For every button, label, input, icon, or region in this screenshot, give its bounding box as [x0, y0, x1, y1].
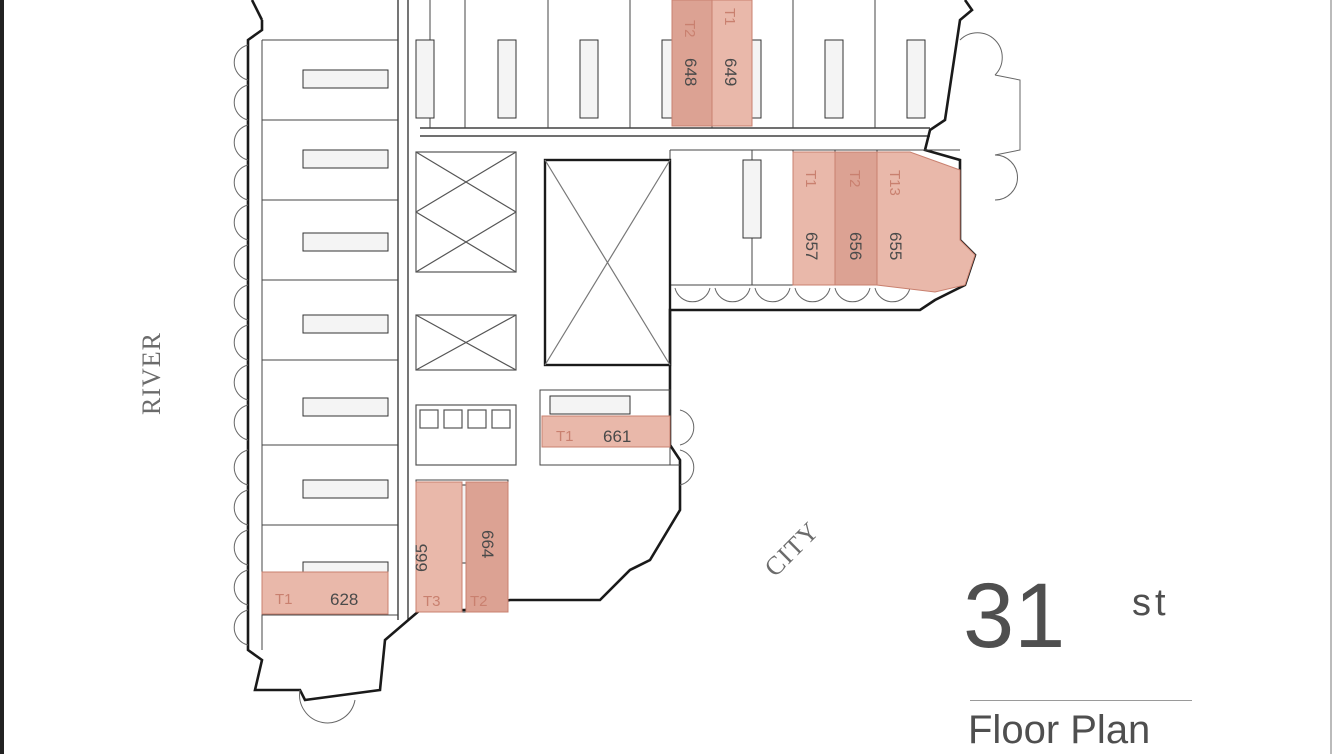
unit-661-type: T1	[556, 428, 574, 445]
unit-657-type: T1	[802, 170, 819, 188]
unit-655[interactable]: T13 655	[876, 151, 976, 293]
atrium-void	[543, 158, 672, 367]
unit-665-type: T3	[423, 593, 441, 610]
unit-655-number: 655	[886, 232, 905, 260]
frame-left-border	[0, 0, 4, 754]
floor-number: 31	[963, 565, 1066, 667]
unit-657-number: 657	[802, 232, 821, 260]
unit-649-number: 649	[721, 58, 740, 86]
unit-648[interactable]: T2 648	[671, 0, 713, 127]
outer-wall	[246, 0, 977, 702]
title-divider	[970, 700, 1192, 701]
core-lifts	[415, 151, 517, 466]
unit-656-number: 656	[846, 232, 865, 260]
unit-665[interactable]: T3 665	[412, 481, 463, 613]
unit-649[interactable]: T1 649	[711, 0, 753, 127]
unit-648-number: 648	[681, 58, 700, 86]
frame-right-border	[1330, 0, 1332, 754]
compass-city-label: CITY	[759, 516, 825, 582]
unit-664[interactable]: T2 664	[465, 481, 509, 613]
unit-628[interactable]: T1 628	[261, 571, 389, 615]
unit-661-number: 661	[603, 427, 631, 446]
unit-664-number: 664	[478, 530, 497, 558]
unit-628-type: T1	[275, 591, 293, 608]
unit-655-type: T13	[886, 170, 903, 196]
unit-665-number: 665	[412, 544, 431, 572]
floor-number-suffix: st	[1132, 582, 1170, 624]
compass-river-label: RIVER	[137, 332, 166, 415]
unit-628-number: 628	[330, 590, 358, 609]
unit-648-type: T2	[681, 20, 698, 38]
unit-661[interactable]: T1 661	[541, 415, 671, 448]
unit-664-type: T2	[470, 593, 488, 610]
unit-656-type: T2	[846, 170, 863, 188]
unit-649-type: T1	[721, 8, 738, 26]
unit-656[interactable]: T2 656	[834, 151, 878, 286]
floor-plan-title: Floor Plan	[968, 708, 1151, 752]
unit-657[interactable]: T1 657	[792, 151, 836, 286]
